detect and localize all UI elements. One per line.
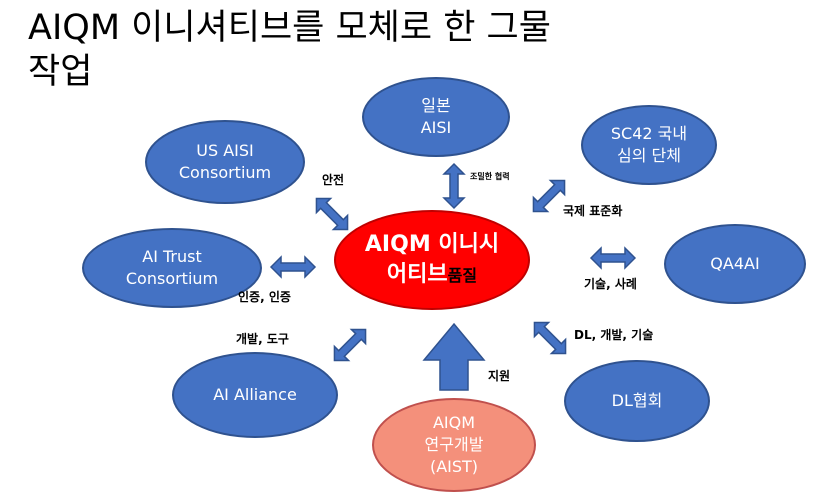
arrow-ai-alliance [326, 321, 374, 369]
japan-aisi-line2: AISI [420, 118, 452, 137]
qa4ai-line1: QA4AI [710, 254, 760, 273]
label-safety: 안전 [322, 173, 345, 187]
center-label-line1: AIQM 이니시 [364, 231, 500, 257]
aist-line1: AIQM [432, 413, 476, 432]
sc42-line2: 심의 단체 [617, 146, 681, 165]
us-aisi-line1: US AISI [196, 141, 254, 160]
arrow-japan-aisi [443, 163, 465, 209]
label-tech-cases: 기술, 사례 [584, 277, 637, 291]
dl-assoc-line1: DL협회 [611, 391, 663, 410]
ai-alliance-line1: AI Alliance [213, 385, 297, 404]
center-label-quality: 품질 [447, 265, 478, 285]
sc42-line1: SC42 국내 [610, 124, 688, 143]
japan-aisi-line1: 일본 [421, 96, 451, 115]
arrow-ai-trust [270, 256, 316, 278]
label-certification: 인증, 인증 [238, 290, 291, 304]
node-ai-trust: AI Trust Consortium [82, 228, 262, 308]
aist-line3: (AIST) [429, 457, 479, 476]
label-close-coop: 조밀한 협력 [470, 172, 510, 181]
arrow-support [422, 322, 486, 391]
label-dev-tools: 개발, 도구 [236, 332, 289, 346]
node-dl-assoc: DL협회 [564, 360, 710, 442]
slide-title-line2: 작업 [28, 52, 93, 92]
center-label-line2: 어티브 [386, 261, 448, 287]
ai-trust-line2: Consortium [125, 269, 219, 288]
center-label-line2-wrap: 어티브품질 [387, 260, 477, 291]
node-us-aisi: US AISI Consortium [145, 120, 305, 204]
node-sc42: SC42 국내 심의 단체 [581, 105, 717, 185]
arrow-qa4ai [590, 247, 636, 269]
ai-trust-line1: AI Trust [142, 247, 202, 266]
aist-line2: 연구개발 [424, 435, 484, 454]
slide-title: AIQM 이니셔티브를 모체로 한 그물 작업 [28, 6, 648, 94]
node-aist: AIQM 연구개발 (AIST) [372, 398, 536, 492]
node-aiqm-center: AIQM 이니시 어티브품질 [334, 210, 530, 310]
node-qa4ai: QA4AI [664, 224, 806, 304]
label-intl-standard: 국제 표준화 [563, 204, 623, 218]
node-japan-aisi: 일본 AISI [362, 77, 510, 157]
node-ai-alliance: AI Alliance [172, 352, 338, 438]
arrow-dl-assoc [526, 314, 574, 362]
slide-title-line1: AIQM 이니셔티브를 모체로 한 그물 [28, 8, 551, 48]
arrow-us-aisi [308, 190, 356, 238]
label-dl-dev-tech: DL, 개발, 기술 [574, 328, 654, 342]
us-aisi-line2: Consortium [178, 163, 272, 182]
label-support: 지원 [488, 369, 511, 383]
